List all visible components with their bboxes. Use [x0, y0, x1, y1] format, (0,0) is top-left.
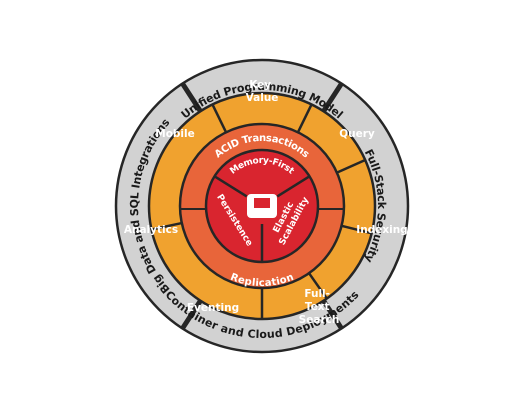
segment-label-key-value: Key Value: [246, 79, 279, 104]
core-divider-0: [276, 175, 311, 198]
segment-label-eventing: Eventing: [187, 302, 239, 314]
segment-divider-3: [341, 224, 372, 235]
segment-label-indexing: Indexing: [356, 224, 407, 236]
outer-divider-1: [321, 82, 344, 113]
middle-label-replication: Replication: [229, 272, 296, 289]
segment-divider-0: [211, 103, 228, 133]
outer-ring-dividers: [180, 82, 344, 330]
segment-label-analytics: Analytics: [124, 224, 178, 236]
couchbase-logo-icon: [247, 194, 277, 218]
segment-divider-1: [296, 103, 313, 133]
segment-divider-2: [336, 158, 366, 174]
segment-label-mobile: Mobile: [155, 128, 195, 140]
segment-dividers: [151, 103, 372, 319]
segment-label-full-text-search: Full- Text Search: [299, 288, 340, 326]
segment-divider-4: [308, 272, 328, 300]
segment-divider-6: [151, 221, 183, 231]
core-dividers: [213, 175, 311, 262]
core-divider-2: [213, 175, 248, 198]
outer-divider-0: [180, 82, 203, 113]
outer-divider-3: [180, 299, 203, 330]
outer-divider-2: [321, 299, 344, 330]
segment-label-query: Query: [339, 128, 375, 140]
